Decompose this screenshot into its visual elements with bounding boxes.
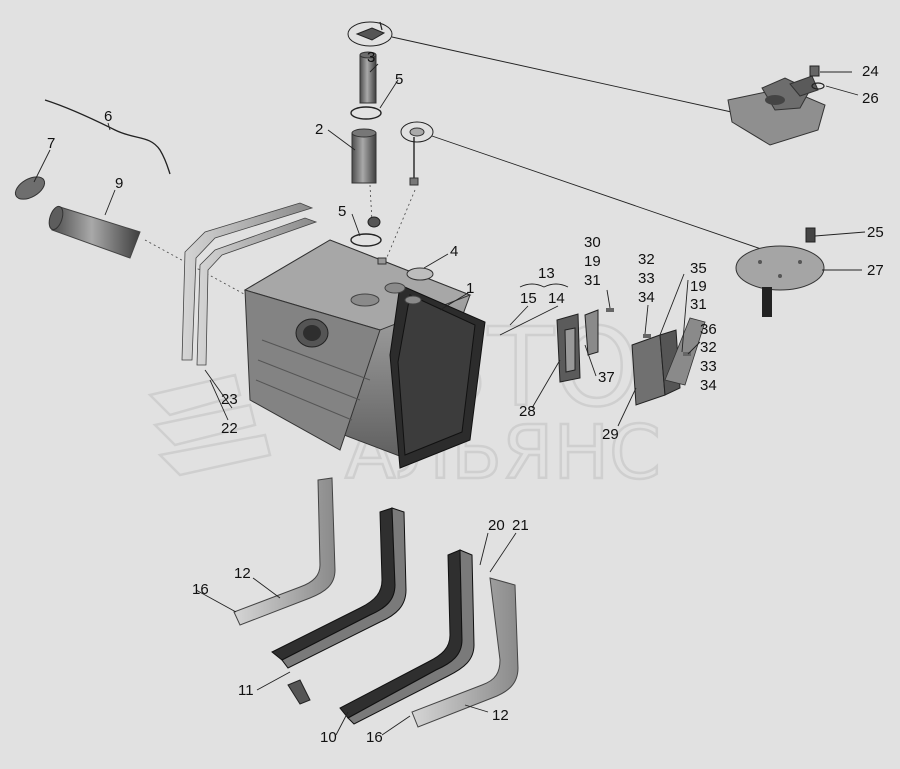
callout-24: 24 bbox=[862, 63, 879, 80]
bolt-parts-small bbox=[606, 308, 691, 356]
gasket-part-upper bbox=[350, 106, 382, 120]
bolt-part-25 bbox=[805, 227, 816, 243]
callout-15: 15 bbox=[520, 290, 537, 307]
callout-9: 9 bbox=[115, 175, 123, 192]
callout-13: 13 bbox=[538, 265, 555, 282]
detail-link-flange bbox=[431, 135, 771, 253]
callout-31-right: 31 bbox=[690, 296, 707, 313]
detail-link-cap bbox=[391, 36, 746, 116]
callout-27: 27 bbox=[867, 262, 884, 279]
bottom-strap-part-12-left bbox=[233, 477, 336, 626]
callout-32-lower: 32 bbox=[700, 339, 717, 356]
callout-26: 26 bbox=[862, 90, 879, 107]
bracket-part-37 bbox=[584, 309, 599, 356]
assembly-axis-neck bbox=[369, 184, 373, 223]
callout-31-left: 31 bbox=[584, 272, 601, 289]
filter-part bbox=[48, 205, 141, 259]
callout-22: 22 bbox=[221, 420, 238, 437]
callout-21: 21 bbox=[512, 517, 529, 534]
left-mounting-strap bbox=[181, 202, 318, 366]
bottom-strap-part-11 bbox=[271, 507, 407, 705]
neck-tube-part bbox=[351, 128, 381, 228]
assembly-axis-sensor bbox=[384, 189, 416, 263]
callout-5-upper: 5 bbox=[395, 71, 403, 88]
callout-6: 6 bbox=[104, 108, 112, 125]
cable-part bbox=[44, 99, 171, 175]
callout-37: 37 bbox=[598, 369, 615, 386]
callout-30: 30 bbox=[584, 234, 601, 251]
callout-16-right: 16 bbox=[366, 729, 383, 746]
callout-14: 14 bbox=[548, 290, 565, 307]
callout-2: 2 bbox=[315, 121, 323, 138]
callout-23: 23 bbox=[221, 391, 238, 408]
fitting-part bbox=[377, 257, 387, 265]
callout-3: 3 bbox=[367, 49, 375, 66]
callout-19-right: 19 bbox=[690, 278, 707, 295]
top-cap-part bbox=[347, 21, 393, 47]
callout-35: 35 bbox=[690, 260, 707, 277]
watermark-logo-icon bbox=[147, 373, 272, 477]
bolt-part-24 bbox=[809, 65, 820, 77]
callout-1: 1 bbox=[466, 280, 474, 297]
callout-20: 20 bbox=[488, 517, 505, 534]
gasket-part-lower bbox=[350, 233, 382, 247]
callout-labels: 3 5 2 5 4 1 6 7 9 13 15 14 23 22 30 19 3… bbox=[47, 49, 884, 746]
callout-16-left: 16 bbox=[192, 581, 209, 598]
callout-12-left: 12 bbox=[234, 565, 251, 582]
intake-tube-part bbox=[359, 51, 377, 104]
cap-disc-part bbox=[14, 176, 46, 200]
callout-11: 11 bbox=[238, 682, 254, 699]
o-ring-part bbox=[811, 82, 825, 90]
sensor-rod-part bbox=[400, 121, 434, 186]
fuel-tank-body bbox=[243, 239, 486, 469]
callout-33-upper: 33 bbox=[638, 270, 655, 287]
bottom-strap-part-12-right bbox=[411, 577, 519, 728]
pump-cover-part bbox=[727, 75, 826, 146]
leader-lines bbox=[33, 63, 866, 736]
strap-clip-part bbox=[664, 317, 706, 386]
bracket-part-28 bbox=[556, 313, 581, 383]
callout-4: 4 bbox=[450, 243, 458, 260]
callout-19-left: 19 bbox=[584, 253, 601, 270]
callout-28: 28 bbox=[519, 403, 536, 420]
bottom-strap-part-10 bbox=[339, 549, 475, 725]
callout-32-upper: 32 bbox=[638, 251, 655, 268]
callout-7: 7 bbox=[47, 135, 55, 152]
callout-25: 25 bbox=[867, 224, 884, 241]
washer-part bbox=[406, 267, 434, 281]
callout-34-lower: 34 bbox=[700, 377, 717, 394]
callout-33-lower: 33 bbox=[700, 358, 717, 375]
callout-29: 29 bbox=[602, 426, 619, 443]
callout-10: 10 bbox=[320, 729, 337, 746]
callout-36: 36 bbox=[700, 321, 717, 338]
callout-34-upper: 34 bbox=[638, 289, 655, 306]
flange-plate-part bbox=[735, 245, 825, 317]
callout-12-right: 12 bbox=[492, 707, 509, 724]
callout-5-lower: 5 bbox=[338, 203, 346, 220]
